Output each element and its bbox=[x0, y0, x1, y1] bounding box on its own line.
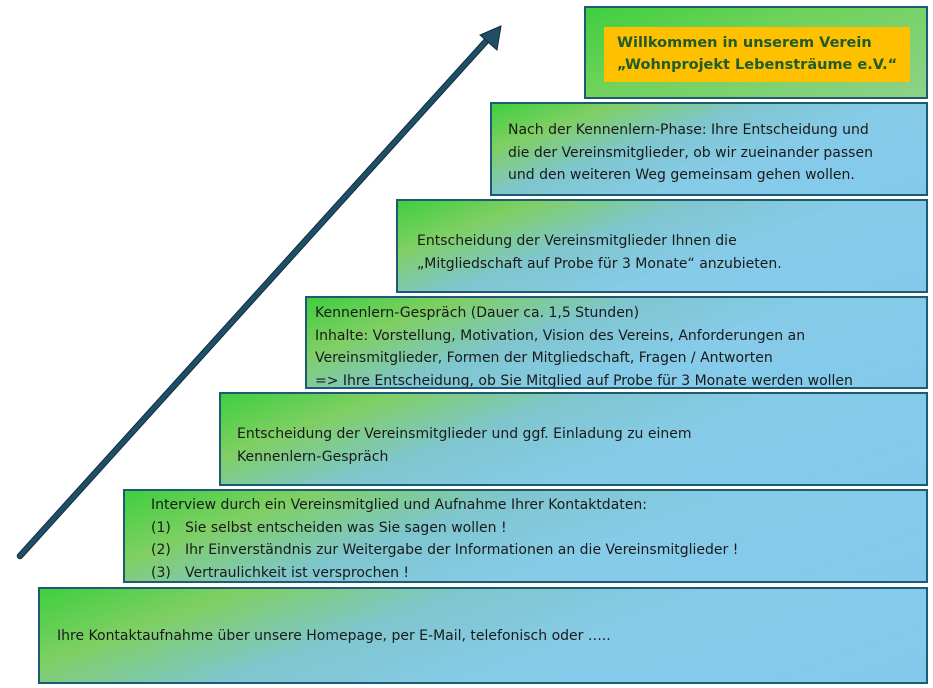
welcome-line-2: „Wohnprojekt Lebensträume e.V.“ bbox=[617, 57, 898, 73]
interview-item-1: (1)Sie selbst entscheiden was Sie sagen … bbox=[151, 519, 507, 536]
step-meeting-line-4: => Ihre Entscheidung, ob Sie Mitglied au… bbox=[315, 372, 853, 389]
step-meeting-line-1: Kennenlern-Gespräch (Dauer ca. 1,5 Stund… bbox=[315, 305, 640, 321]
step-interview: Interview durch ein Vereinsmitglied und … bbox=[123, 489, 928, 583]
step-final-line-2: die der Vereinsmitglieder, ob wir zueina… bbox=[508, 144, 873, 161]
welcome-highlight: Willkommen in unserem Verein „Wohnprojek… bbox=[604, 27, 910, 82]
step-probation-offer: Entscheidung der Vereinsmitglieder Ihnen… bbox=[396, 199, 928, 293]
welcome-line-1: Willkommen in unserem Verein bbox=[617, 35, 872, 51]
step-probation-line-2: „Mitgliedschaft auf Probe für 3 Monate“ … bbox=[417, 255, 782, 272]
step-contact-text: Ihre Kontaktaufnahme über unsere Homepag… bbox=[57, 628, 611, 644]
interview-item-2: (2)Ihr Einverständnis zur Weitergabe der… bbox=[151, 542, 739, 558]
step-invitation-line-1: Entscheidung der Vereinsmitglieder und g… bbox=[237, 426, 692, 442]
interview-item-3: (3)Vertraulichkeit ist versprochen ! bbox=[151, 564, 410, 581]
step-meeting-line-2: Inhalte: Vorstellung, Motivation, Vision… bbox=[315, 327, 806, 344]
step-final-line-1: Nach der Kennenlern-Phase: Ihre Entschei… bbox=[508, 122, 869, 138]
step-getting-to-know: Kennenlern-Gespräch (Dauer ca. 1,5 Stund… bbox=[305, 296, 928, 389]
step-interview-title: Interview durch ein Vereinsmitglied und … bbox=[151, 497, 647, 513]
step-probation-line-1: Entscheidung der Vereinsmitglieder Ihnen… bbox=[417, 233, 737, 249]
step-invitation-decision: Entscheidung der Vereinsmitglieder und g… bbox=[219, 392, 928, 486]
step-welcome: Willkommen in unserem Verein „Wohnprojek… bbox=[584, 6, 928, 99]
step-contact: Ihre Kontaktaufnahme über unsere Homepag… bbox=[38, 587, 928, 684]
step-meeting-line-3: Vereinsmitglieder, Formen der Mitgliedsc… bbox=[315, 350, 773, 366]
step-final-line-3: und den weiteren Weg gemeinsam gehen wol… bbox=[508, 167, 855, 183]
step-final-decision: Nach der Kennenlern-Phase: Ihre Entschei… bbox=[490, 102, 928, 196]
step-invitation-line-2: Kennenlern-Gespräch bbox=[237, 448, 389, 465]
